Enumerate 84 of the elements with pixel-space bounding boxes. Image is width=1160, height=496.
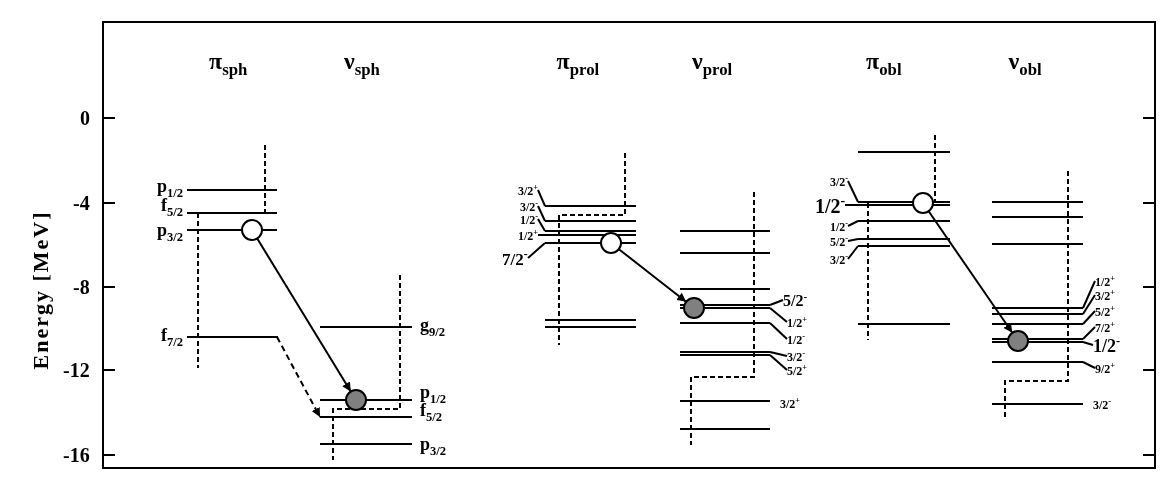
energy-level-line	[858, 220, 950, 222]
level-label: f$_{5/2}$	[161, 196, 184, 219]
leader-line	[769, 307, 788, 323]
spin-parity-label: 7/2$^{-}$	[502, 248, 528, 268]
leader-line	[1082, 341, 1094, 346]
spin-parity-label: 5/2$^{-}$	[830, 234, 849, 248]
open-marker	[912, 192, 934, 214]
tick-label: -8	[73, 277, 90, 297]
leader-line	[537, 189, 546, 207]
energy-level-line	[545, 220, 636, 222]
filled-marker	[1007, 330, 1029, 352]
leader-line	[769, 351, 788, 357]
leader-line	[1082, 280, 1096, 309]
spin-parity-label: 3/2$^{-}$	[830, 252, 849, 266]
spin-parity-label: 3/2$^{+}$	[1095, 288, 1116, 302]
spin-parity-label: 3/2$^{+}$	[780, 396, 801, 410]
leader-line	[527, 242, 546, 259]
leader-line	[769, 354, 788, 371]
leader-line	[537, 205, 546, 222]
spin-parity-label: 1/2$^{-}$	[520, 212, 539, 226]
energy-level-line	[992, 361, 1083, 363]
open-marker	[241, 219, 263, 241]
leader-line	[1082, 361, 1096, 369]
leader-line	[847, 220, 859, 227]
spin-parity-label: 1/2$^{+}$	[518, 228, 539, 242]
filled-marker	[683, 297, 705, 319]
leader-line	[537, 218, 546, 232]
energy-level-line	[680, 322, 770, 324]
energy-level-line	[680, 354, 770, 356]
energy-level-line	[992, 313, 1083, 315]
tick-label: -4	[73, 193, 90, 213]
spin-parity-label: 3/2$^{-}$	[1093, 397, 1112, 411]
spin-parity-label: 3/2$^{+}$	[518, 183, 539, 197]
level-label: p$_{3/2}$	[420, 435, 447, 458]
spin-parity-label: 1/2$^{-}$	[830, 219, 849, 233]
arrow	[276, 336, 321, 418]
arrow	[256, 237, 352, 393]
arrow	[927, 210, 1014, 334]
spin-parity-label: 5/2$^{+}$	[787, 363, 808, 377]
spin-parity-label: 3/2$^{-}$	[787, 349, 806, 363]
level-label: f$_{7/2}$	[161, 326, 184, 349]
column-heading: π$_{sph}$	[209, 49, 248, 79]
energy-level-line	[680, 351, 770, 353]
leader-line	[847, 245, 859, 260]
leader-line	[847, 180, 859, 203]
spin-parity-label: 1/2$^{-}$	[815, 194, 846, 216]
open-marker	[600, 232, 622, 254]
level-label: g$_{9/2}$	[420, 316, 446, 339]
spin-parity-label: 1/2$^{+}$	[787, 315, 808, 329]
leader-line	[769, 299, 784, 306]
spin-parity-label: 1/2$^{+}$	[1095, 274, 1116, 288]
leader-line	[844, 204, 859, 206]
spin-parity-label: 3/2$^{-}$	[520, 199, 539, 213]
spin-parity-label: 5/2$^{+}$	[1095, 304, 1116, 318]
column-heading: ν$_{obl}$	[1008, 49, 1042, 79]
leader-line	[1082, 310, 1096, 325]
leader-line	[847, 238, 859, 242]
spin-parity-label: 3/2$^{-}$	[830, 174, 849, 188]
leader-line	[1082, 326, 1096, 340]
filled-marker	[345, 389, 367, 411]
leader-line	[537, 234, 546, 236]
tick-label: 0	[80, 108, 90, 128]
tick-label: -12	[63, 360, 90, 380]
energy-level-line	[858, 245, 950, 247]
energy-level-line	[545, 205, 636, 207]
spin-parity-label: 1/2$^{-}$	[787, 332, 806, 346]
leader-line	[1082, 294, 1096, 315]
leader-line	[769, 322, 788, 340]
energy-level-line	[858, 238, 950, 240]
spin-parity-label: 1/2$^{-}$	[1093, 335, 1121, 355]
tick-label: -16	[63, 445, 90, 465]
spin-parity-label: 5/2$^{-}$	[783, 291, 808, 310]
column-heading: ν$_{prol}$	[692, 49, 733, 79]
axis-title: Energy [MeV]	[29, 210, 51, 370]
level-label: p$_{3/2}$	[157, 221, 184, 244]
spin-parity-label: 9/2$^{+}$	[1095, 361, 1116, 375]
energy-level-line	[992, 307, 1083, 309]
spin-parity-label: 7/2$^{+}$	[1095, 320, 1116, 334]
arrow	[617, 248, 688, 303]
energy-level-line	[545, 230, 636, 232]
energy-level-line	[992, 323, 1083, 325]
column-heading: π$_{obl}$	[866, 49, 902, 79]
column-heading: π$_{prol}$	[556, 49, 600, 79]
column-heading: ν$_{sph}$	[344, 49, 380, 79]
